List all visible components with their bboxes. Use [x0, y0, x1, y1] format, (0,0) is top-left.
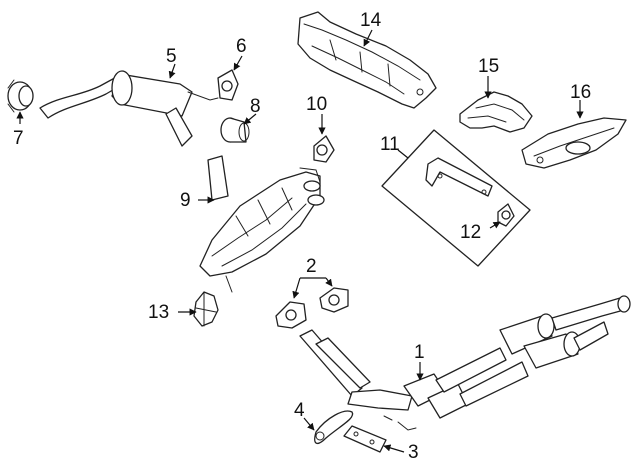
- bracket-kit-box: [381, 129, 531, 267]
- clamp-bracket[interactable]: [343, 425, 387, 453]
- rubber-strap[interactable]: [314, 410, 354, 444]
- callout-3: 3: [408, 442, 419, 463]
- center-muffler[interactable]: [199, 155, 325, 293]
- callout-14: 14: [360, 10, 382, 31]
- front-exhaust-pipe[interactable]: [299, 295, 631, 431]
- callout-5: 5: [166, 46, 177, 67]
- hanger-10[interactable]: [313, 135, 335, 163]
- callout-labels: 5 6 7 8 9 10 14 15 16 11 12 2 13 1 4 3: [13, 10, 591, 463]
- callout-10: 10: [306, 94, 327, 115]
- heat-shield-small[interactable]: [459, 91, 533, 133]
- hanger-6[interactable]: [217, 69, 239, 101]
- gasket-right[interactable]: [319, 287, 349, 313]
- callout-8: 8: [250, 96, 261, 117]
- callout-7: 7: [13, 128, 24, 149]
- clamp-8[interactable]: [220, 117, 250, 143]
- rear-muffler[interactable]: [39, 70, 219, 147]
- heat-shield-large[interactable]: [297, 11, 437, 109]
- callout-1: 1: [414, 342, 425, 363]
- callout-13: 13: [148, 302, 169, 323]
- callout-6: 6: [236, 36, 247, 57]
- hanger-12[interactable]: [497, 203, 515, 227]
- callout-2: 2: [306, 256, 317, 277]
- callout-11: 11: [380, 134, 400, 155]
- callout-16: 16: [570, 82, 591, 103]
- bracket-11[interactable]: [425, 157, 493, 197]
- callout-9: 9: [180, 190, 191, 211]
- callout-4: 4: [294, 400, 305, 421]
- callout-15: 15: [478, 56, 499, 77]
- callout-12: 12: [460, 222, 481, 243]
- gasket-left[interactable]: [275, 301, 307, 329]
- sensor-bracket[interactable]: [193, 291, 219, 327]
- leader-lines: [16, 29, 584, 453]
- heat-shield-plate[interactable]: [521, 117, 627, 169]
- clamp-7[interactable]: [7, 79, 34, 113]
